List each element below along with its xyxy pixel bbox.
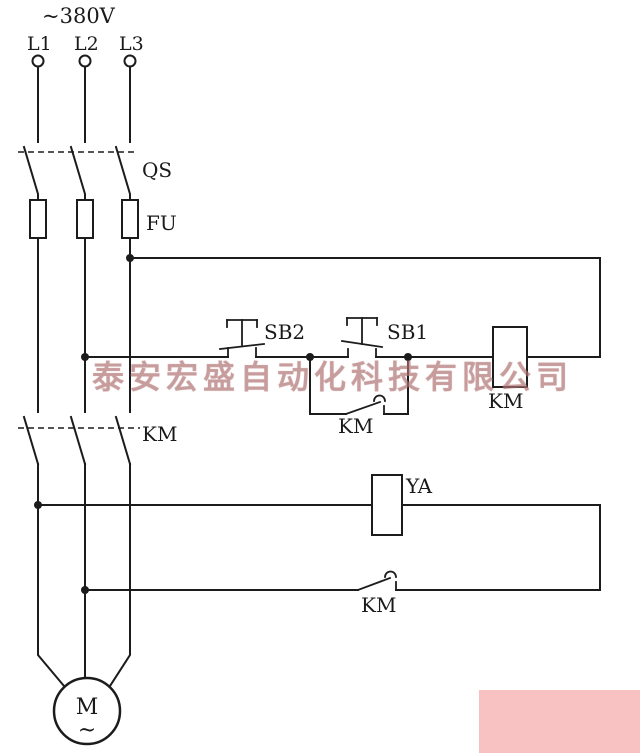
junction-dot: [34, 501, 42, 509]
sb1-label: SB1: [387, 320, 428, 344]
supply-voltage-label: ~380V: [42, 4, 116, 28]
fuse-l3: [121, 199, 139, 239]
fuse-l2: [76, 199, 94, 239]
terminal-l3: [123, 54, 137, 68]
terminal-l2: [78, 54, 92, 68]
motor-ac-symbol: ~: [78, 718, 96, 743]
phase-wires-upper: [37, 66, 131, 143]
ya-label: YA: [405, 474, 433, 498]
km-coil-label: KM: [488, 389, 523, 413]
phase-label-l1: L1: [27, 33, 52, 55]
qs-switch-symbol: [18, 145, 138, 201]
phase-wires-lower: [37, 463, 131, 688]
junction-dot: [81, 353, 89, 361]
watermark-block: [479, 690, 640, 753]
junction-dot: [404, 353, 412, 361]
junction-dot: [306, 353, 314, 361]
km-main-label: KM: [142, 422, 177, 446]
control-top-bus: [129, 257, 601, 358]
sb1-start-button-symbol: [340, 317, 384, 358]
junction-dot: [81, 586, 89, 594]
phase-label-l3: L3: [119, 33, 144, 55]
phase-wires-middle: [37, 237, 131, 413]
ya-coil-symbol: [371, 474, 403, 536]
motor-letter: M: [76, 695, 99, 720]
qs-label: QS: [142, 158, 172, 182]
ya-right-bus: [395, 504, 601, 591]
sb2-label: SB2: [264, 320, 305, 344]
phase-label-l2: L2: [74, 33, 99, 55]
fuse-l1: [29, 199, 47, 239]
terminal-l1: [31, 54, 45, 68]
km-aux-label: KM: [361, 593, 396, 617]
control-circuit: [84, 257, 601, 416]
fu-label: FU: [146, 211, 177, 235]
supply-terminals: [31, 54, 137, 68]
km-aux-contact-symbol: [356, 570, 397, 592]
junction-dot: [126, 254, 134, 262]
junction-dots: [34, 254, 412, 594]
sb2-stop-button-symbol: [219, 319, 265, 358]
ya-circuit: [37, 474, 601, 592]
motor-symbol: M ~: [52, 676, 122, 746]
km-coil-symbol: [492, 326, 528, 388]
km-selfhold-label: KM: [338, 414, 373, 438]
fuse-symbols: [29, 199, 139, 239]
km-selfhold-contact-symbol: [309, 356, 409, 416]
km-main-contacts-symbol: [18, 415, 140, 466]
